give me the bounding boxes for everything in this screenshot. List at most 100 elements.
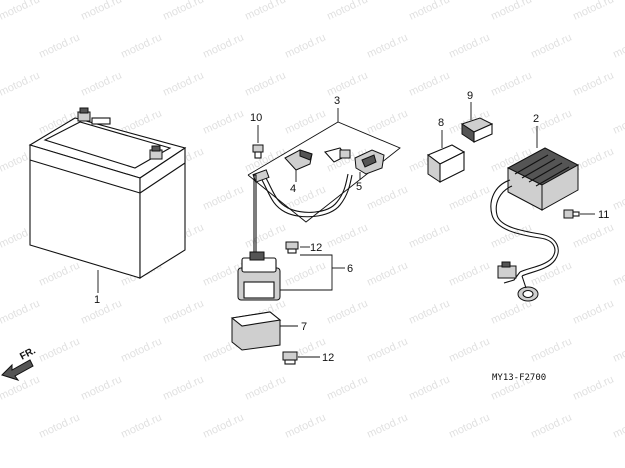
watermark-text: motod.ru — [365, 259, 409, 288]
watermark-text: motod.ru — [571, 69, 615, 98]
watermark-text: motod.ru — [243, 0, 287, 23]
watermark-text: motod.ru — [489, 0, 533, 23]
connector-8-part[interactable] — [426, 144, 466, 183]
watermark-text: motod.ru — [571, 297, 615, 326]
watermark-text: motod.ru — [365, 411, 409, 440]
front-direction-arrow-icon — [1, 359, 34, 381]
watermark-text: motod.ru — [119, 31, 163, 60]
bolt-10-part[interactable] — [252, 144, 264, 159]
watermark-text: motod.ru — [161, 297, 205, 326]
watermark-text: motod.ru — [37, 411, 81, 440]
watermark-text: motod.ru — [283, 411, 327, 440]
callout-10[interactable]: 10 — [250, 112, 262, 124]
watermark-text: motod.ru — [365, 335, 409, 364]
watermark-text: motod.ru — [447, 183, 491, 212]
watermark-text: motod.ru — [529, 335, 573, 364]
watermark-text: motod.ru — [201, 183, 245, 212]
callout-8[interactable]: 8 — [438, 117, 444, 129]
watermark-text: motod.ru — [611, 335, 625, 364]
watermark-text: motod.ru — [161, 0, 205, 23]
watermark-text: motod.ru — [447, 335, 491, 364]
callout-2[interactable]: 2 — [533, 113, 539, 125]
starter-relay-part[interactable] — [237, 174, 281, 301]
watermark-text: motod.ru — [119, 411, 163, 440]
cable-assembly-bracket — [247, 121, 401, 223]
watermark-text: motod.ru — [79, 0, 123, 23]
watermark-text: motod.ru — [571, 0, 615, 23]
watermark-text: motod.ru — [37, 335, 81, 364]
watermark-text: motod.ru — [161, 373, 205, 402]
watermark-text: motod.ru — [79, 297, 123, 326]
callout-11[interactable]: 11 — [598, 209, 609, 221]
watermark-text: motod.ru — [365, 31, 409, 60]
watermark-text: motod.ru — [407, 221, 451, 250]
watermark-text: motod.ru — [611, 107, 625, 136]
watermark-text: motod.ru — [407, 69, 451, 98]
relay-bracket — [280, 254, 333, 291]
watermark-text: motod.ru — [407, 0, 451, 23]
watermark-text: motod.ru — [201, 31, 245, 60]
terminal-cover-4-part[interactable] — [284, 149, 313, 171]
watermark-text: motod.ru — [325, 0, 369, 23]
watermark-text: motod.ru — [119, 335, 163, 364]
callout-12-upper[interactable]: 12 — [310, 242, 322, 254]
watermark-text: motod.ru — [489, 297, 533, 326]
watermark-text: motod.ru — [489, 69, 533, 98]
connector-9-part[interactable] — [460, 117, 494, 143]
watermark-text: motod.ru — [283, 31, 327, 60]
watermark-text: motod.ru — [243, 69, 287, 98]
watermark-text: motod.ru — [529, 31, 573, 60]
watermark-text: motod.ru — [0, 373, 42, 402]
terminal-cover-5-part[interactable] — [354, 149, 385, 175]
relay-cover-part[interactable] — [230, 311, 282, 351]
watermark-text: motod.ru — [325, 373, 369, 402]
watermark-text: motod.ru — [611, 31, 625, 60]
watermark-text: motod.ru — [0, 69, 42, 98]
watermark-text: motod.ru — [0, 297, 42, 326]
callout-9[interactable]: 9 — [467, 90, 473, 102]
callout-6[interactable]: 6 — [347, 263, 353, 275]
watermark-text: motod.ru — [571, 221, 615, 250]
watermark-text: motod.ru — [283, 259, 327, 288]
callout-12-lower[interactable]: 12 — [322, 352, 334, 364]
watermark-text: motod.ru — [571, 373, 615, 402]
fuse-12-lower-part[interactable] — [282, 351, 298, 365]
watermark-text: motod.ru — [161, 69, 205, 98]
watermark-text: motod.ru — [243, 373, 287, 402]
callout-5[interactable]: 5 — [356, 181, 362, 193]
callout-3[interactable]: 3 — [334, 95, 340, 107]
cable-terminal-part[interactable] — [323, 147, 351, 163]
watermark-text: motod.ru — [365, 183, 409, 212]
watermark-text: motod.ru — [243, 221, 287, 250]
watermark-text: motod.ru — [201, 107, 245, 136]
regulator-rectifier-part[interactable] — [490, 147, 580, 302]
watermark-text: motod.ru — [447, 259, 491, 288]
watermark-text: motod.ru — [325, 69, 369, 98]
watermark-text: motod.ru — [447, 411, 491, 440]
watermark-text: motod.ru — [407, 373, 451, 402]
watermark-text: motod.ru — [611, 183, 625, 212]
fuse-12-upper-part[interactable] — [285, 241, 299, 254]
callout-7[interactable]: 7 — [301, 321, 307, 333]
watermark-text: motod.ru — [79, 373, 123, 402]
watermark-text: motod.ru — [37, 31, 81, 60]
bolt-11-part[interactable] — [563, 209, 580, 219]
watermark-text: motod.ru — [0, 0, 42, 23]
watermark-text: motod.ru — [447, 31, 491, 60]
watermark-text: motod.ru — [325, 221, 369, 250]
battery-part[interactable] — [28, 107, 187, 279]
front-direction-label: FR. — [18, 345, 38, 362]
watermark-text: motod.ru — [407, 297, 451, 326]
watermark-text: motod.ru — [611, 259, 625, 288]
callout-4[interactable]: 4 — [290, 183, 296, 195]
figure-code-label: MY13-F2700 — [492, 373, 546, 383]
watermark-text: motod.ru — [201, 411, 245, 440]
watermark-text: motod.ru — [37, 259, 81, 288]
watermark-text: motod.ru — [529, 411, 573, 440]
watermark-text: motod.ru — [79, 69, 123, 98]
callout-1[interactable]: 1 — [94, 294, 100, 306]
watermark-text: motod.ru — [611, 411, 625, 440]
watermark-text: motod.ru — [365, 107, 409, 136]
